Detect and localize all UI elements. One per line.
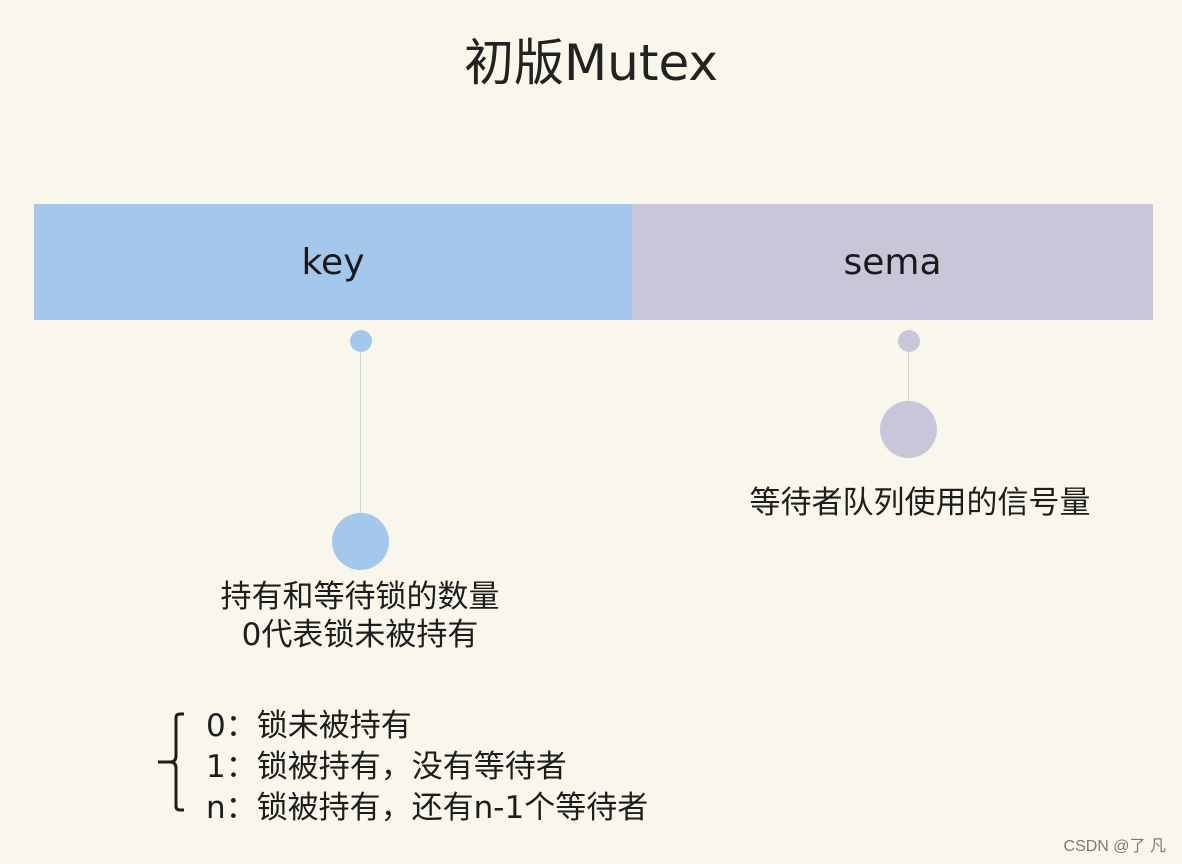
key-state-item: 1：锁被持有，没有等待者	[206, 747, 648, 788]
sema-end-dot	[880, 401, 937, 458]
sema-field-label: sema	[843, 241, 942, 283]
curly-brace-icon	[158, 712, 184, 812]
key-state-value: 1	[206, 749, 226, 785]
key-state-meaning: 锁被持有，没有等待者	[256, 749, 567, 785]
sema-anchor-dot	[898, 330, 920, 352]
diagram-title: 初版Mutex	[464, 34, 718, 92]
key-description-line: 0代表锁未被持有	[241, 617, 479, 653]
key-state-item: n：锁被持有，还有n-1个等待者	[206, 788, 648, 829]
sema-field: sema	[632, 204, 1153, 320]
key-description-line: 持有和等待锁的数量	[220, 579, 500, 615]
key-field: key	[34, 204, 632, 320]
key-state-separator: ：	[225, 749, 257, 785]
key-end-dot	[332, 513, 389, 570]
key-field-label: key	[301, 241, 365, 283]
key-state-item: 0：锁未被持有	[206, 706, 648, 747]
key-description: 持有和等待锁的数量 0代表锁未被持有	[110, 578, 610, 654]
watermark: CSDN @了 凡	[1063, 838, 1166, 855]
sema-description: 等待者队列使用的信号量	[670, 484, 1170, 522]
key-state-value: n	[206, 790, 226, 826]
key-state-meaning: 锁未被持有	[256, 708, 412, 744]
key-state-separator: ：	[225, 708, 257, 744]
key-state-value: 0	[206, 708, 226, 744]
key-anchor-dot	[350, 330, 372, 352]
key-state-separator: ：	[225, 790, 257, 826]
sema-description-line: 等待者队列使用的信号量	[749, 485, 1091, 521]
sema-connector-line	[908, 352, 909, 402]
key-connector-line	[360, 352, 361, 514]
key-state-list: 0：锁未被持有 1：锁被持有，没有等待者 n：锁被持有，还有n-1个等待者	[206, 706, 648, 829]
key-state-meaning: 锁被持有，还有n-1个等待者	[256, 790, 649, 826]
